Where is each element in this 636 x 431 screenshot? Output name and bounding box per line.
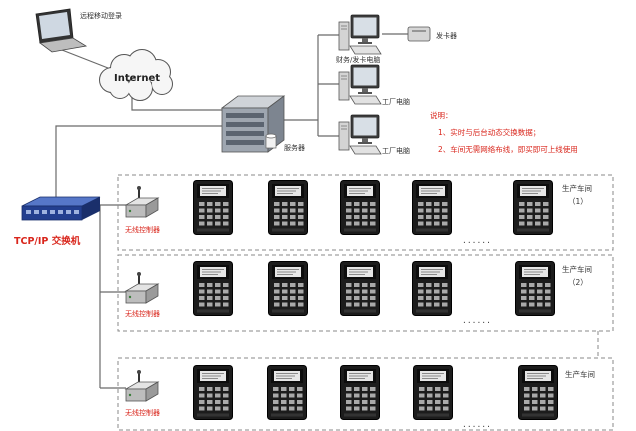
card-terminal bbox=[268, 366, 307, 420]
workshop-1: 无线控制器 ...... 生产车间 （1） bbox=[118, 175, 613, 250]
card-terminal bbox=[341, 262, 380, 316]
card-issuer-icon bbox=[408, 27, 430, 41]
note-item: 2、车间无需网络布线，即买即可上线使用 bbox=[438, 144, 578, 154]
pc-icon bbox=[339, 65, 381, 104]
wireless-controller-icon bbox=[126, 370, 158, 401]
laptop-icon bbox=[36, 9, 86, 52]
pc-1-label: 财务/发卡电脑 bbox=[336, 55, 380, 64]
switch-label: TCP/IP 交换机 bbox=[14, 235, 81, 247]
wireless-controller-icon bbox=[126, 186, 158, 217]
card-terminal bbox=[269, 181, 308, 235]
server-label: 服务器 bbox=[284, 143, 305, 152]
card-terminal bbox=[516, 262, 555, 316]
note-item: 1、实时与后台动态交换数据； bbox=[438, 127, 540, 137]
card-terminal bbox=[194, 262, 233, 316]
pc-3-label: 工厂电脑 bbox=[382, 146, 410, 155]
card-issuer-label: 发卡器 bbox=[436, 31, 457, 40]
card-terminal bbox=[341, 366, 380, 420]
card-terminal bbox=[269, 262, 308, 316]
pc-icon bbox=[339, 115, 381, 154]
card-terminal bbox=[341, 181, 380, 235]
workshop-2: 无线控制器 ...... 生产车间 （2） bbox=[118, 255, 613, 331]
workshop-number: （1） bbox=[568, 197, 588, 206]
workshop-name: 生产车间 bbox=[562, 264, 592, 274]
card-terminal bbox=[519, 366, 558, 420]
card-terminal bbox=[414, 366, 453, 420]
card-terminal bbox=[413, 181, 452, 235]
workshop-name: 生产车间 bbox=[565, 369, 595, 379]
workshop-name: 生产车间 bbox=[562, 183, 592, 193]
notes: 说明： 1、实时与后台动态交换数据； 2、车间无需网络布线，即买即可上线使用 bbox=[430, 110, 578, 154]
card-terminal bbox=[413, 262, 452, 316]
workshop-number: （2） bbox=[568, 278, 588, 287]
server-icon bbox=[222, 96, 284, 152]
card-terminal bbox=[194, 181, 233, 235]
storage-cylinder-icon bbox=[266, 134, 276, 148]
network-switch-icon bbox=[22, 197, 100, 220]
pc-2-label: 工厂电脑 bbox=[382, 97, 410, 106]
workshop-3: 无线控制器 ...... 生产车间 bbox=[118, 358, 613, 430]
more-terminals-ellipsis: ...... bbox=[462, 236, 491, 245]
more-terminals-ellipsis: ...... bbox=[462, 316, 491, 325]
pc-icon bbox=[339, 15, 381, 54]
notes-heading: 说明： bbox=[430, 110, 453, 120]
wireless-controller-icon bbox=[126, 272, 158, 303]
more-terminals-ellipsis: ...... bbox=[462, 420, 491, 429]
card-terminal bbox=[514, 181, 553, 235]
card-terminal bbox=[194, 366, 233, 420]
line-laptop-to-internet bbox=[62, 50, 108, 68]
wireless-controller-label: 无线控制器 bbox=[125, 225, 160, 234]
internet-label: Internet bbox=[114, 73, 160, 84]
remote-login-label: 远程移动登录 bbox=[80, 11, 122, 20]
wireless-controller-label: 无线控制器 bbox=[125, 408, 160, 417]
wireless-controller-label: 无线控制器 bbox=[125, 309, 160, 318]
